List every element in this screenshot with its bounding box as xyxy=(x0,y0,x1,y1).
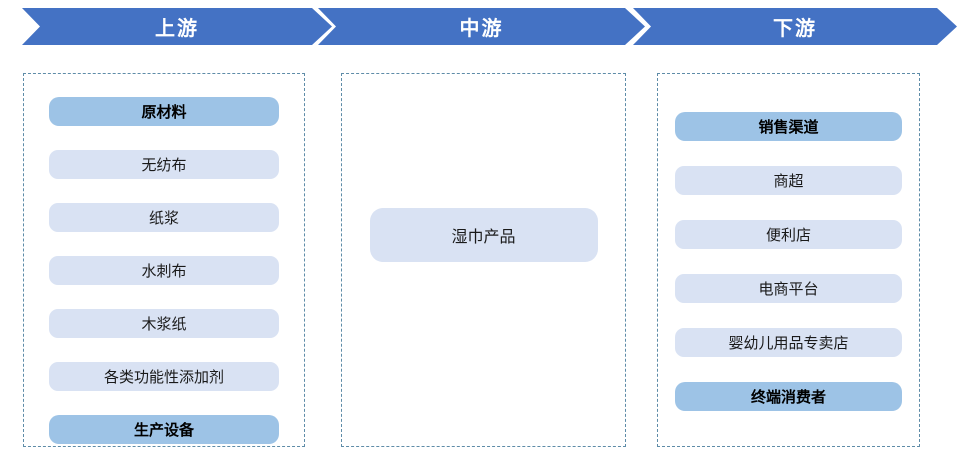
stage-arrow-upstream: 上游 xyxy=(22,8,332,45)
stage-label-midstream: 中游 xyxy=(459,18,504,40)
downstream-panel: 销售渠道 商超 便利店 电商平台 婴幼儿用品专卖店 终端消费者 xyxy=(657,73,920,447)
node-wood-pulp-paper: 木浆纸 xyxy=(49,309,279,338)
stage-arrow-midstream: 中游 xyxy=(318,8,645,45)
node-spunlace-fabric: 水刺布 xyxy=(49,256,279,285)
node-sales-channels: 销售渠道 xyxy=(675,112,902,141)
stage-label-upstream: 上游 xyxy=(155,18,199,40)
node-raw-materials: 原材料 xyxy=(49,97,279,126)
node-end-consumers: 终端消费者 xyxy=(675,382,902,411)
stage-label-downstream: 下游 xyxy=(773,18,817,40)
node-baby-products-specialty-store: 婴幼儿用品专卖店 xyxy=(675,328,902,357)
node-pulp: 纸浆 xyxy=(49,203,279,232)
node-production-equipment: 生产设备 xyxy=(49,415,279,444)
node-functional-additives: 各类功能性添加剂 xyxy=(49,362,279,391)
node-wet-wipes-product: 湿巾产品 xyxy=(369,208,598,262)
midstream-panel: 湿巾产品 xyxy=(341,73,626,447)
node-ecommerce-platform: 电商平台 xyxy=(675,274,902,303)
node-supermarket: 商超 xyxy=(675,166,902,195)
stage-arrow-downstream: 下游 xyxy=(633,8,957,45)
upstream-panel: 原材料 无纺布 纸浆 水刺布 木浆纸 各类功能性添加剂 生产设备 xyxy=(23,73,305,447)
node-convenience-store: 便利店 xyxy=(675,220,902,249)
node-nonwoven-fabric: 无纺布 xyxy=(49,150,279,179)
